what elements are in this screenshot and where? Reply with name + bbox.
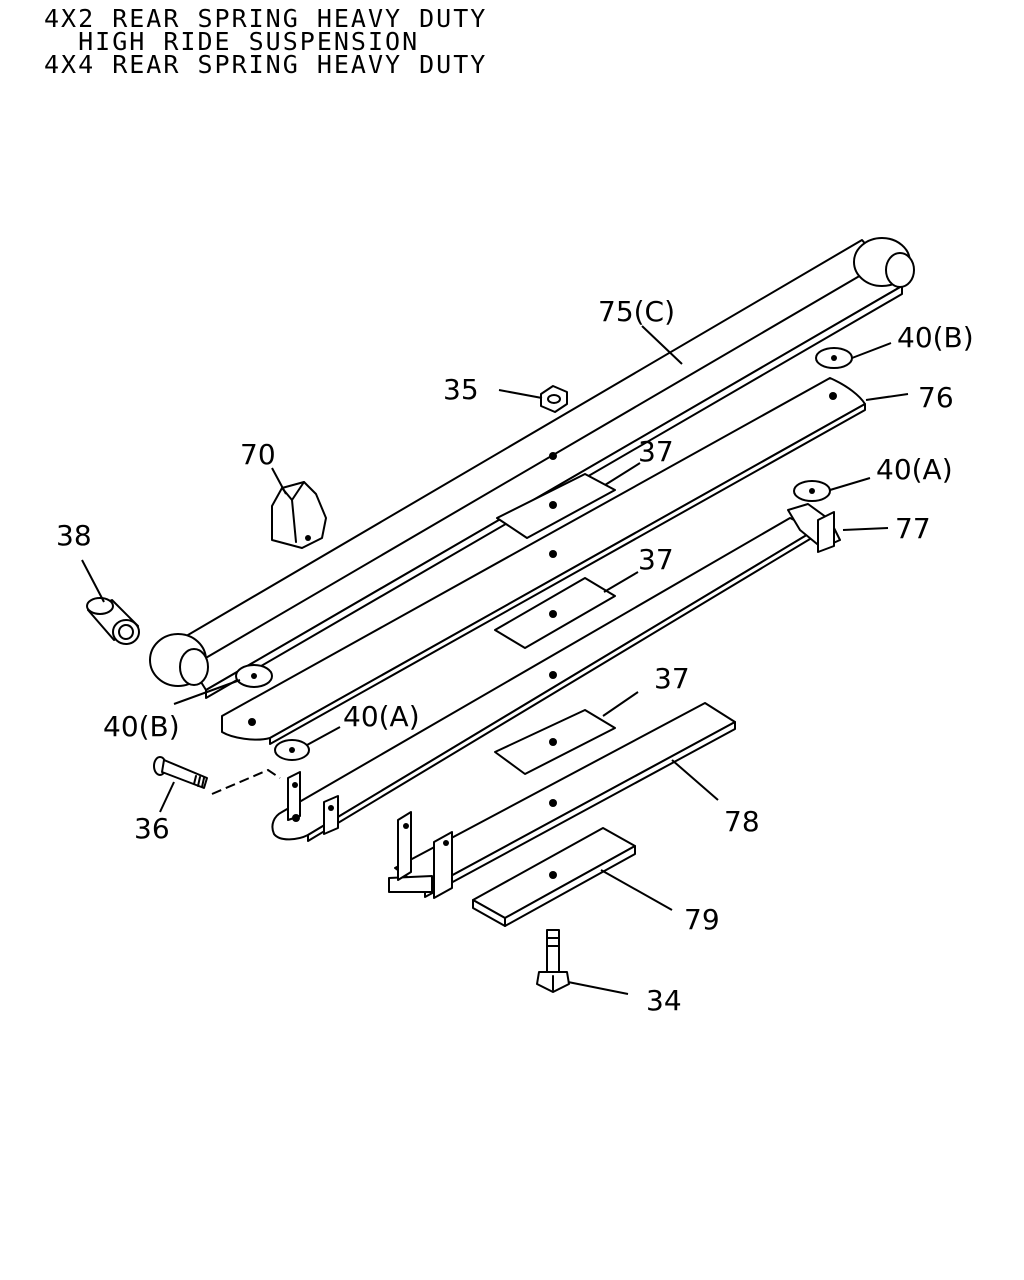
callout-75c: 75(C) xyxy=(598,295,675,328)
callout-37-low: 37 xyxy=(654,662,690,695)
part-40b-washer-top xyxy=(815,347,853,369)
callout-78: 78 xyxy=(724,805,760,838)
part-38-bushing xyxy=(86,597,140,645)
callout-37-top: 37 xyxy=(638,435,674,468)
part-36-bolt xyxy=(153,756,281,795)
part-40a-washer-top xyxy=(793,480,831,502)
part-37-pad-top xyxy=(496,473,616,539)
title-line-3: 4X4 REAR SPRING HEAVY DUTY xyxy=(44,50,488,79)
part-40b-washer-left xyxy=(235,664,273,688)
part-76-second-leaf xyxy=(221,377,866,745)
callout-36: 36 xyxy=(134,812,170,845)
part-35-nut xyxy=(540,385,568,413)
callout-40b-top: 40(B) xyxy=(897,321,974,354)
part-37-pad-middle xyxy=(494,577,616,649)
part-34-center-bolt xyxy=(536,929,570,993)
callout-40a-top: 40(A) xyxy=(876,453,953,486)
part-70-bump-stopper xyxy=(271,481,327,549)
callout-38: 38 xyxy=(56,519,92,552)
leader-lines xyxy=(81,325,909,995)
part-40a-washer-left xyxy=(274,739,310,761)
callout-79: 79 xyxy=(684,903,720,936)
callout-37-mid: 37 xyxy=(638,543,674,576)
callout-40b-left: 40(B) xyxy=(103,710,180,743)
callout-35: 35 xyxy=(443,373,479,406)
title-line-1: 4X2 REAR SPRING HEAVY DUTY xyxy=(44,4,488,33)
callout-70: 70 xyxy=(240,438,276,471)
part-79-pad xyxy=(472,827,636,927)
callout-34: 34 xyxy=(646,984,682,1017)
title-line-2: HIGH RIDE SUSPENSION xyxy=(44,27,420,56)
part-78-bottom-leaf xyxy=(388,702,736,899)
callout-40a-left: 40(A) xyxy=(343,700,420,733)
callout-77: 77 xyxy=(895,512,931,545)
callout-76: 76 xyxy=(918,381,954,414)
part-37-pad-lower xyxy=(494,709,616,775)
part-77-third-leaf xyxy=(271,503,841,842)
